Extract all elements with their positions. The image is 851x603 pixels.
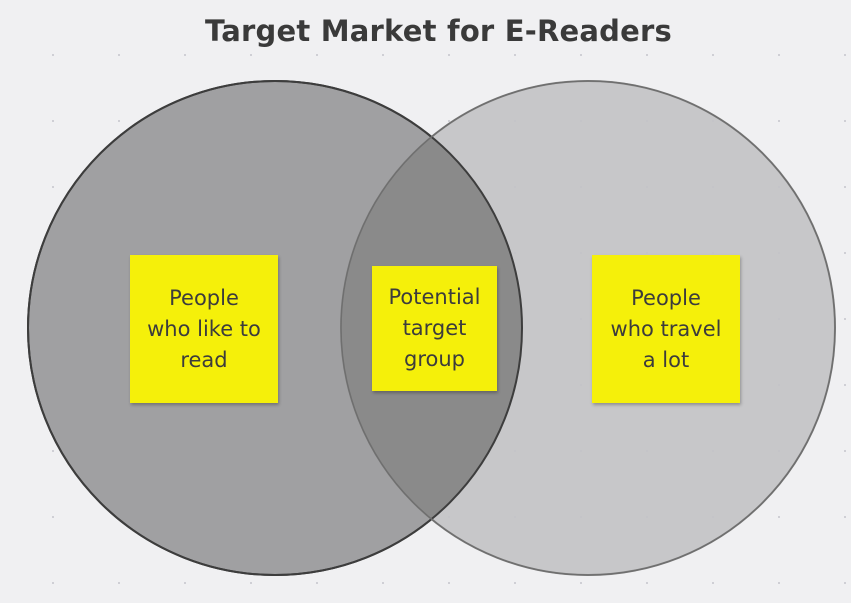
note-line: read — [180, 347, 228, 372]
circle-readers-outline — [27, 80, 523, 576]
note-line: who like to — [147, 316, 261, 341]
note-line: People — [169, 285, 239, 310]
sticky-note-travelers[interactable]: People who travel a lot — [592, 255, 740, 403]
note-line: a lot — [642, 347, 690, 372]
note-line: target — [402, 316, 467, 340]
note-line: group — [404, 347, 465, 371]
circle-travelers-outline — [340, 80, 836, 576]
sticky-note-target-group[interactable]: Potential target group — [372, 266, 497, 391]
note-line: Potential — [388, 285, 481, 309]
diagram-title: Target Market for E-Readers — [205, 14, 672, 48]
intersection-region[interactable] — [341, 81, 835, 575]
sticky-note-readers[interactable]: People who like to read — [130, 255, 278, 403]
note-line: People — [631, 285, 701, 310]
note-line: who travel — [610, 316, 722, 341]
